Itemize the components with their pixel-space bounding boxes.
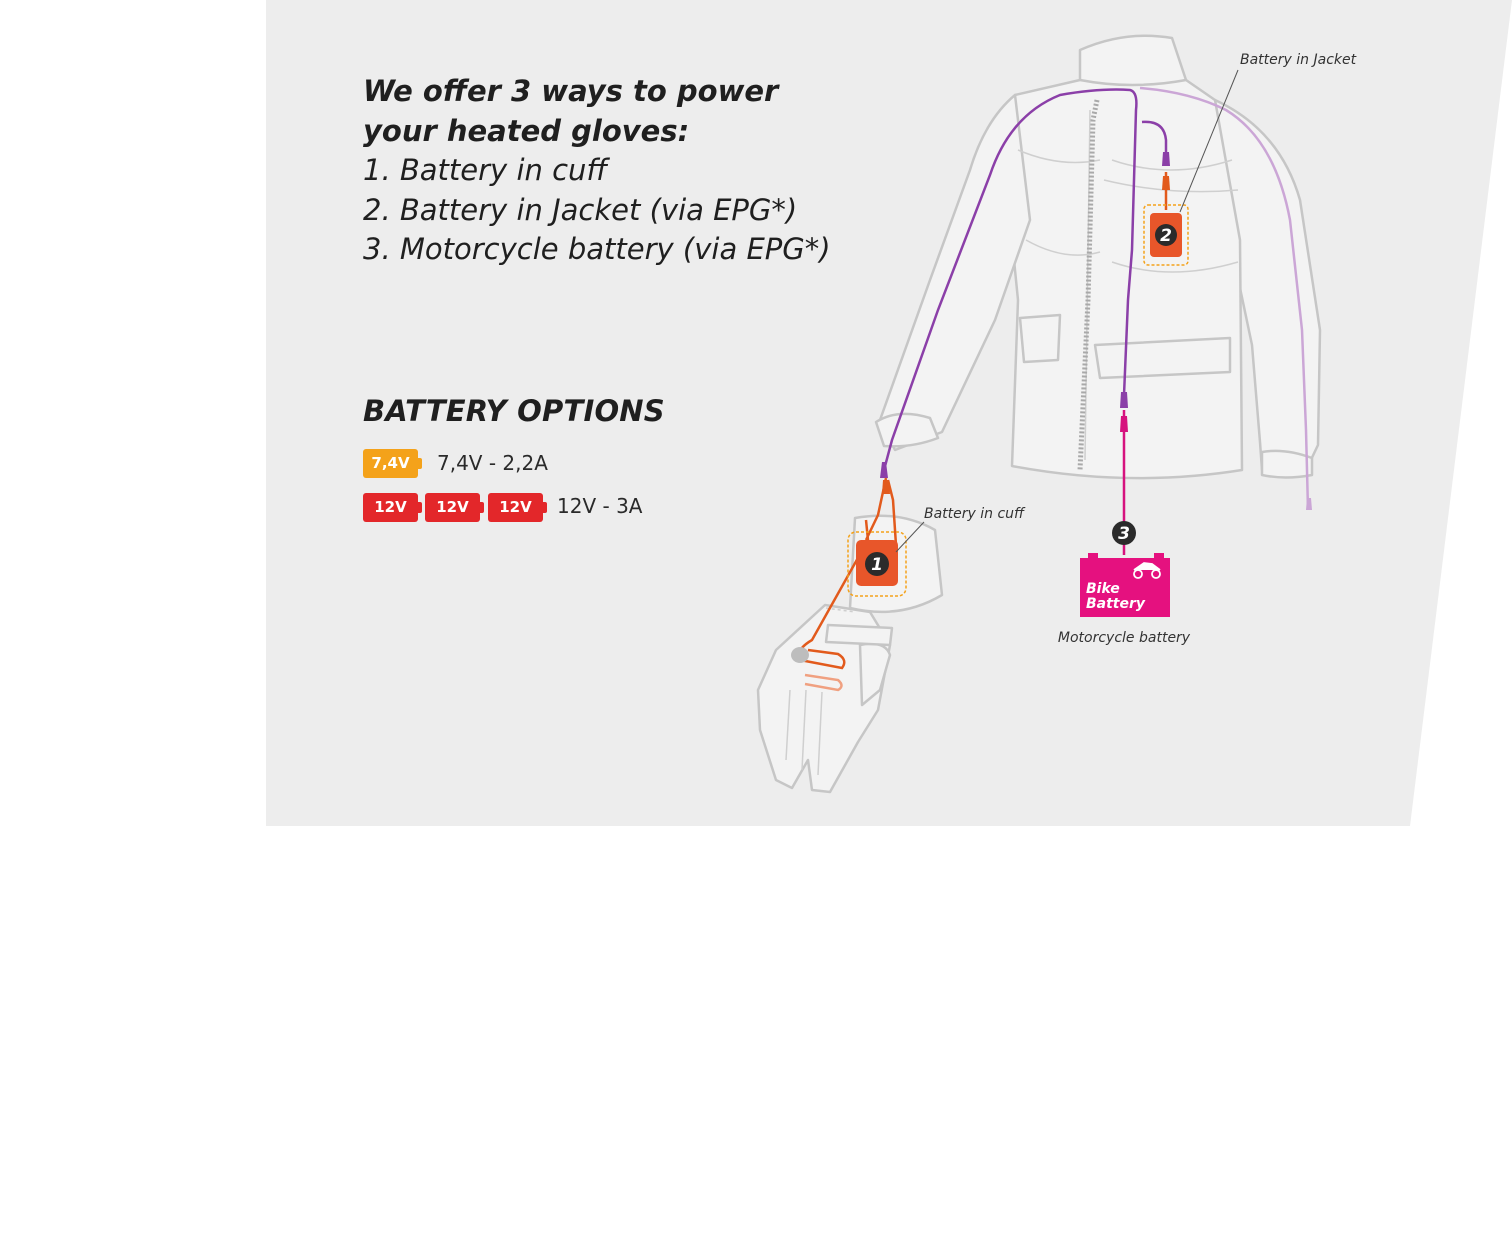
- battery-badge-12v-2: 12V: [425, 493, 484, 522]
- jacket-illustration-icon: [874, 34, 1322, 480]
- glove-details: [785, 607, 856, 776]
- battery-spec-12v: 12V - 3A: [557, 494, 643, 518]
- jacket-battery-cable-purple: [1141, 120, 1168, 160]
- sleeve-connector-faded: [1306, 498, 1312, 510]
- waist-connector-purple: [1120, 392, 1128, 408]
- battery-spec-7-4v: 7,4V - 2,2A: [437, 451, 548, 475]
- battery-options-title: BATTERY OPTIONS: [363, 394, 665, 428]
- cuff-battery: 1: [847, 531, 907, 597]
- callout-line-jacket: [1179, 69, 1239, 213]
- battery-badge-12v-1: 12V: [363, 493, 422, 522]
- glove-cable-orange-2: [886, 479, 898, 546]
- jacket-cable-purple: [882, 88, 1138, 471]
- marker-3: 3: [1118, 524, 1130, 544]
- callout-battery-in-jacket: Battery in Jacket: [1240, 52, 1357, 68]
- jacket-battery-connector-purple: [1162, 152, 1170, 166]
- cuff-connector-purple: [880, 462, 888, 478]
- battery-badge-7-4v: 7,4V: [363, 449, 422, 478]
- jacket-zipper: [1077, 99, 1100, 471]
- jacket-battery-connector-orange: [1162, 176, 1170, 190]
- bike-battery: 3 Bike Battery: [1080, 521, 1170, 617]
- jacket-cable-faded: [1139, 86, 1310, 511]
- bike-battery-label-line1: Bike: [1086, 581, 1120, 597]
- bike-battery-label-line2: Battery: [1086, 596, 1146, 612]
- option-1: 1. Battery in cuff: [363, 153, 608, 187]
- intro-heading-line2: your heated gloves:: [363, 113, 690, 148]
- marker-1: 1: [871, 555, 883, 575]
- callout-battery-in-cuff: Battery in cuff: [924, 506, 1026, 522]
- option-3: 3. Motorcycle battery (via EPG*): [363, 232, 831, 266]
- callout-motorcycle-battery: Motorcycle battery: [1058, 630, 1191, 646]
- marker-2: 2: [1160, 226, 1172, 246]
- jacket-battery: 2: [1143, 204, 1189, 266]
- bike-connector-magenta: [1120, 416, 1128, 432]
- callout-line-cuff: [895, 521, 925, 553]
- diagram-panel: 2 Battery in Jacket 1 Battery in cuff 3 …: [266, 0, 1512, 826]
- glove-heat-button: [791, 647, 809, 663]
- option-2: 2. Battery in Jacket (via EPG*): [363, 192, 798, 227]
- battery-badge-12v-3: 12V: [488, 493, 547, 522]
- intro-heading-line1: We offer 3 ways to power: [363, 74, 779, 108]
- glove-connector-orange: [882, 480, 890, 494]
- motorcycle-icon: [1133, 562, 1161, 579]
- intro-text: We offer 3 ways to power your heated glo…: [363, 72, 831, 270]
- glove-heating-element-faded: [804, 673, 843, 692]
